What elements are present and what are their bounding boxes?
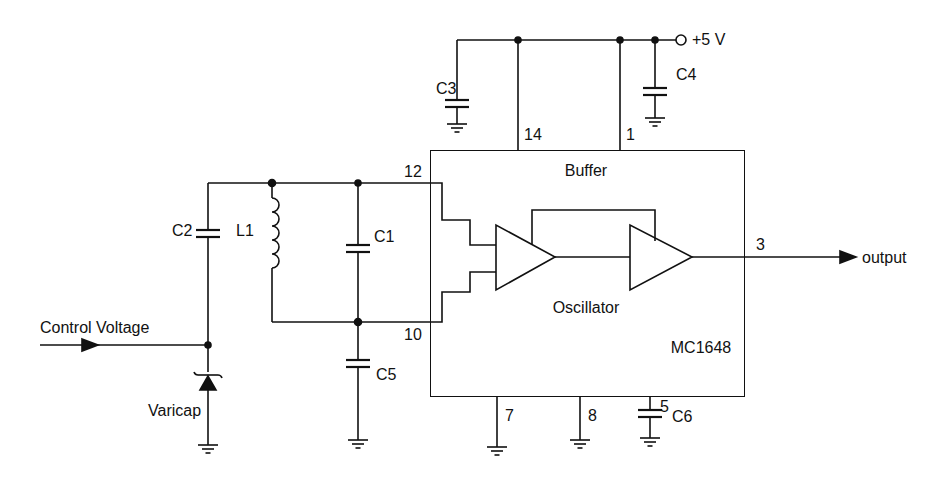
component-label: Varicap xyxy=(148,402,201,420)
chip-name: MC1648 xyxy=(671,339,731,357)
pin-number: 14 xyxy=(524,126,542,144)
pin-number: 10 xyxy=(404,326,422,344)
pin-number: 3 xyxy=(756,236,765,254)
pin-number: 7 xyxy=(505,407,514,425)
signal-label: output xyxy=(862,249,906,267)
component-label: C1 xyxy=(374,228,394,246)
component-label: C5 xyxy=(376,366,396,384)
pin-number: 1 xyxy=(626,126,635,144)
component-label: L1 xyxy=(236,222,254,240)
component-label: C2 xyxy=(172,222,192,240)
signal-label: Control Voltage xyxy=(40,319,149,337)
component-label: C3 xyxy=(436,80,456,98)
pin-number: 5 xyxy=(660,398,669,416)
block-name: Buffer xyxy=(565,162,607,180)
component-label: C6 xyxy=(672,408,692,426)
pin-number: 12 xyxy=(404,163,422,181)
block-name: Oscillator xyxy=(553,299,620,317)
pin-number: 8 xyxy=(588,407,597,425)
ic-package-box: BufferOscillatorMC1648 xyxy=(430,150,745,397)
component-label: C4 xyxy=(676,66,696,84)
supply-label: +5 V xyxy=(692,31,725,49)
